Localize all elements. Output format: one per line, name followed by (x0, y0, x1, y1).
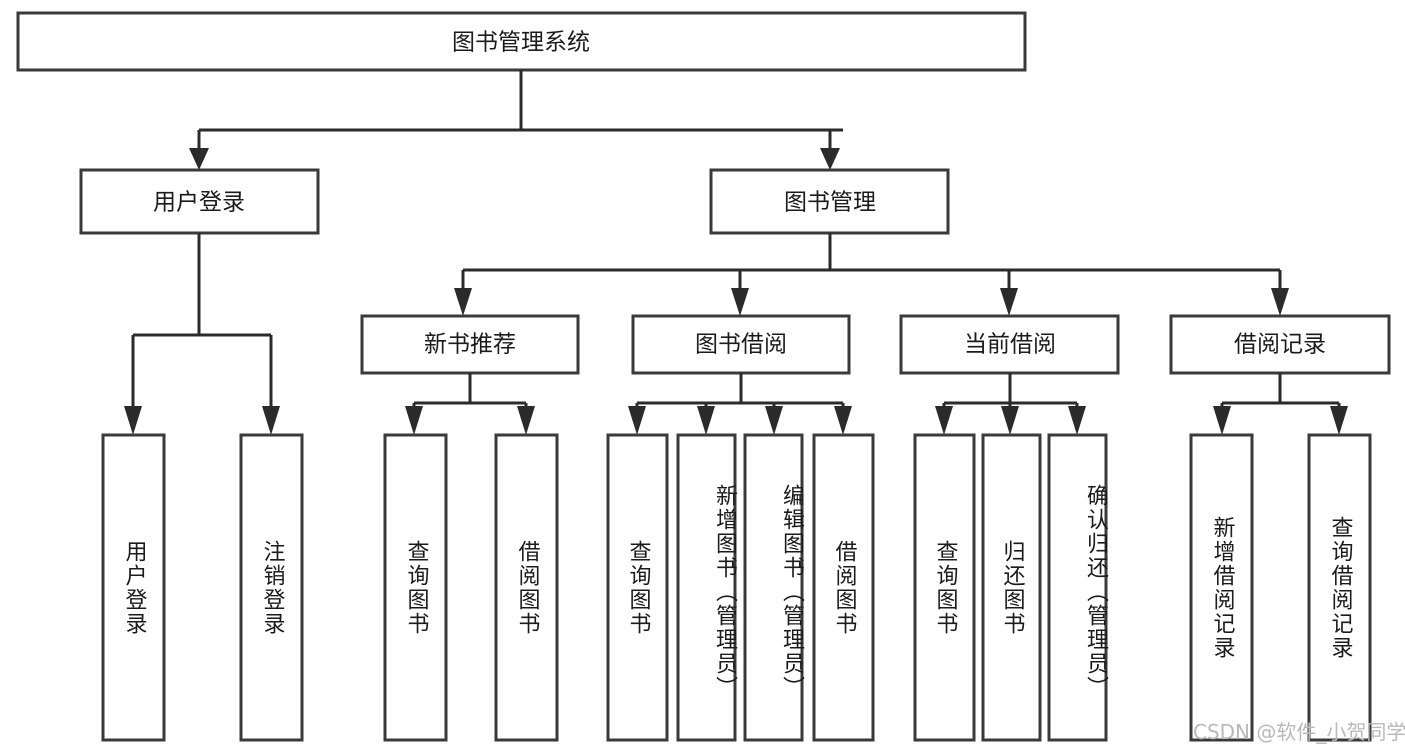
leaf-box-query-book-1[interactable] (383, 433, 448, 742)
node-borrow-record-label: 借阅记录 (1234, 332, 1326, 358)
arrowhead-leaf-logout-login (262, 406, 280, 435)
leaf-box-query-book-3[interactable] (913, 433, 976, 742)
connector-book-management-to-level3 (454, 233, 1289, 316)
leaf-box-edit-book[interactable] (743, 433, 804, 742)
arrowhead-new-book-recommend (454, 288, 472, 316)
arrowhead-leaf-query-book-2 (628, 406, 646, 435)
arrowhead-leaf-edit-book (765, 406, 783, 435)
leaf-box-add-book[interactable] (676, 433, 737, 742)
node-root-box[interactable] (16, 11, 1027, 72)
leaf-box-query-record[interactable] (1307, 433, 1372, 742)
node-book-management-box[interactable] (709, 168, 950, 235)
arrowhead-leaf-add-record (1213, 406, 1231, 435)
node-book-borrow-box[interactable] (631, 314, 851, 375)
leaf-box-confirm-return[interactable] (1047, 433, 1108, 742)
arrowhead-current-borrow (1000, 288, 1018, 316)
arrowhead-leaf-borrow-book-2 (834, 406, 852, 435)
connector-borrow-record-to-leaves (1213, 373, 1348, 435)
arrowhead-leaf-confirm-return (1068, 406, 1086, 435)
node-borrow-record-box[interactable] (1169, 314, 1391, 375)
arrowhead-user-login (189, 148, 209, 170)
arrowhead-leaf-query-book-3 (935, 406, 953, 435)
watermark-text: CSDN @软件_小贺同学 (1193, 720, 1405, 744)
node-current-borrow[interactable]: 当前借阅 (899, 314, 1120, 375)
arrowhead-book-borrow (731, 288, 749, 316)
arrowhead-leaf-return-book (1001, 406, 1019, 435)
connector-new-book-recommend-to-leaves (405, 373, 535, 435)
leaf-box-return-book[interactable] (981, 433, 1042, 742)
leaf-box-add-record[interactable] (1189, 433, 1254, 742)
connector-book-borrow-to-leaves (628, 373, 852, 435)
node-book-borrow-label: 图书借阅 (695, 332, 787, 358)
leaf-box-borrow-book-1[interactable] (494, 433, 559, 742)
node-borrow-record[interactable]: 借阅记录 (1169, 314, 1391, 375)
node-book-borrow[interactable]: 图书借阅 (631, 314, 851, 375)
arrowhead-book-management (820, 148, 840, 170)
arrowhead-leaf-add-book (697, 406, 715, 435)
leaf-box-borrow-book-2[interactable] (812, 433, 875, 742)
node-book-management[interactable]: 图书管理 (709, 168, 950, 235)
arrowhead-borrow-record (1271, 288, 1289, 316)
connector-user-login-to-leaves (124, 233, 280, 435)
leaf-box-query-book-2[interactable] (606, 433, 669, 742)
node-current-borrow-box[interactable] (899, 314, 1120, 375)
node-book-management-label: 图书管理 (784, 190, 876, 216)
node-new-book-recommend[interactable]: 新书推荐 (360, 314, 580, 375)
node-user-login-label: 用户登录 (153, 190, 245, 216)
node-root[interactable]: 图书管理系统 (16, 11, 1027, 72)
connector-root-to-level2 (189, 70, 843, 170)
arrowhead-leaf-query-book-1 (405, 406, 423, 435)
arrowhead-leaf-user-login (124, 406, 142, 435)
node-new-book-recommend-box[interactable] (360, 314, 580, 375)
leaf-box-logout-login[interactable] (239, 433, 304, 742)
node-current-borrow-label: 当前借阅 (964, 332, 1056, 358)
node-new-book-recommend-label: 新书推荐 (424, 332, 516, 358)
node-user-login[interactable]: 用户登录 (79, 168, 320, 235)
arrowhead-leaf-query-record (1330, 406, 1348, 435)
connector-current-borrow-to-leaves (935, 373, 1086, 435)
node-root-label: 图书管理系统 (452, 30, 590, 56)
leaf-box-user-login[interactable] (101, 433, 166, 742)
arrowhead-leaf-borrow-book-1 (517, 406, 535, 435)
